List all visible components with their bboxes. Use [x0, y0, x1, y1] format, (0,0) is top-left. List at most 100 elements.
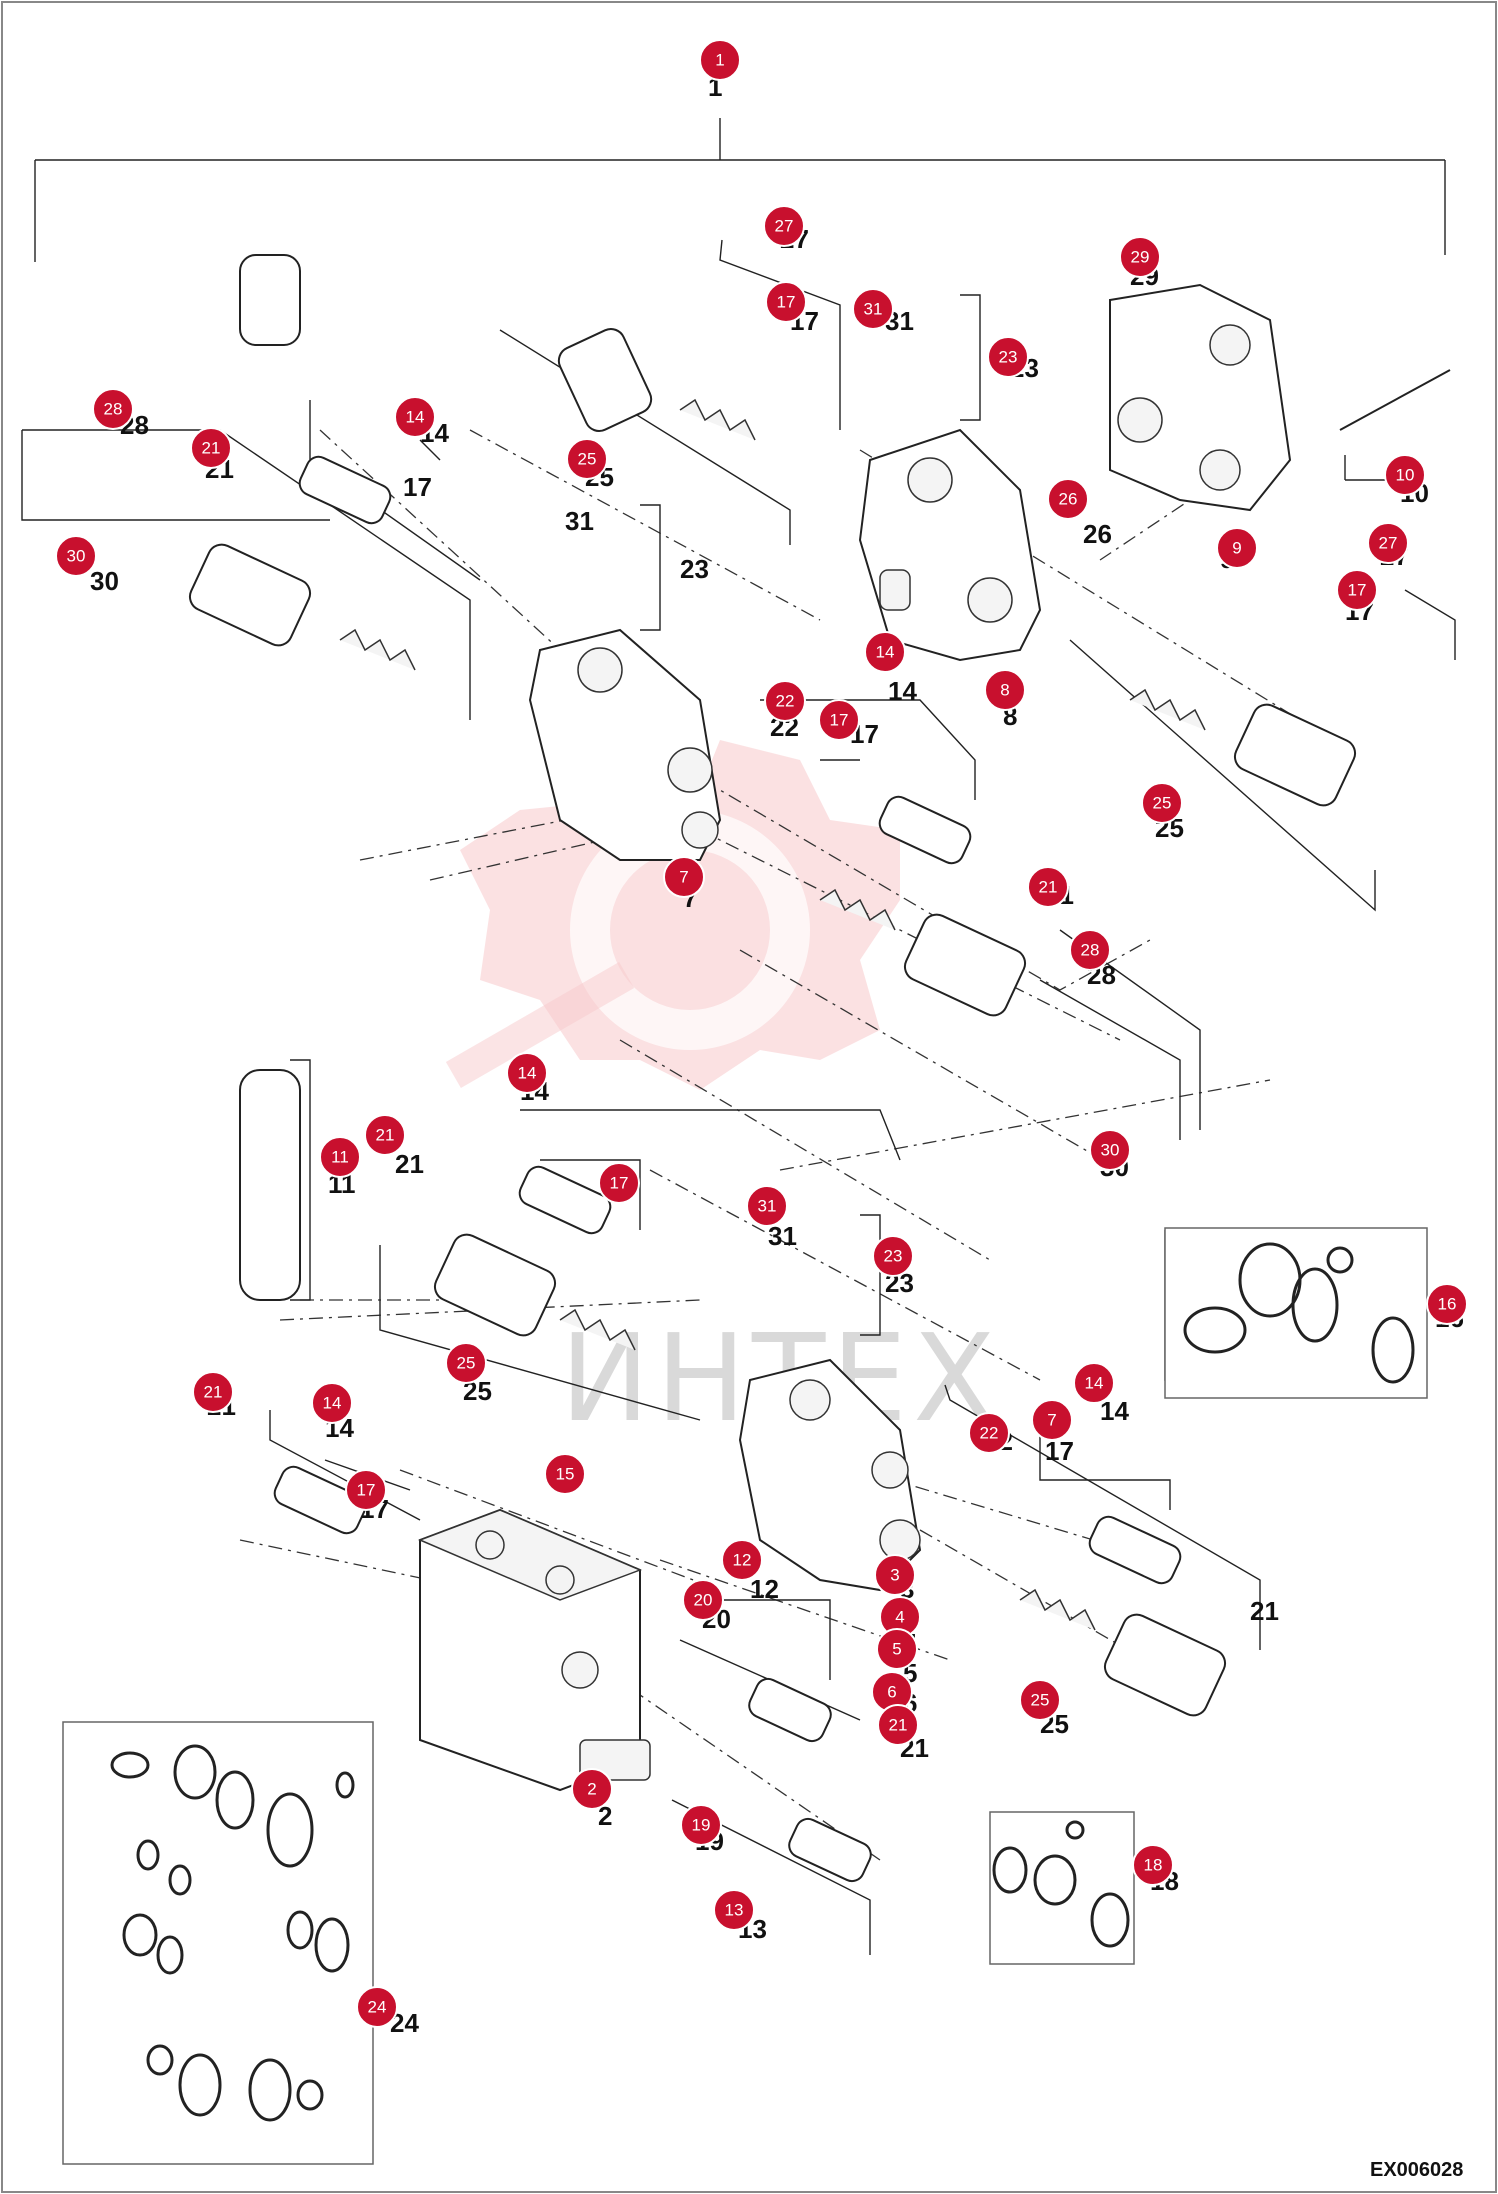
- callout-badge: 31: [746, 1185, 788, 1227]
- callout-badge: 11: [319, 1136, 361, 1178]
- callout-number: 24: [368, 1998, 387, 2017]
- callout-number: 25: [1031, 1691, 1050, 1710]
- callout-badge: 14: [864, 631, 906, 673]
- callout-number: 17: [610, 1174, 629, 1193]
- callout-badge: 29: [1119, 236, 1161, 278]
- part-label: 14: [888, 676, 917, 706]
- callout-number: 26: [1059, 490, 1078, 509]
- callout-number: 14: [876, 643, 895, 662]
- callout-number: 23: [999, 348, 1018, 367]
- seal-kit-16: [1164, 1227, 1428, 1399]
- callout-badge: 21: [192, 1371, 234, 1413]
- callout-badge: 17: [818, 699, 860, 741]
- valve-section-9: [1109, 283, 1292, 512]
- callout-badge: 8: [984, 669, 1026, 711]
- part-label: 21: [395, 1149, 424, 1179]
- tie-rod-10: [1339, 369, 1451, 431]
- callout-number: 6: [887, 1683, 896, 1702]
- callout-number: 4: [895, 1608, 904, 1627]
- callout-number: 31: [758, 1197, 777, 1216]
- callout-number: 5: [892, 1640, 901, 1659]
- part-label: 14: [1100, 1396, 1129, 1426]
- spring-cap-assemblies: [188, 254, 1357, 1717]
- callout-number: 20: [694, 1591, 713, 1610]
- valve-section-8: [858, 428, 1042, 662]
- callout-number: 22: [776, 692, 795, 711]
- callout-number: 12: [733, 1551, 752, 1570]
- callout-number: 22: [980, 1424, 999, 1443]
- callout-number: 3: [890, 1566, 899, 1585]
- callout-number: 18: [1144, 1856, 1163, 1875]
- part-label: 30: [90, 566, 119, 596]
- part-label: 17: [1045, 1436, 1074, 1466]
- part-label: 26: [1083, 519, 1112, 549]
- callout-badge: 14: [1073, 1362, 1115, 1404]
- callout-number: 28: [1081, 941, 1100, 960]
- callout-badge: 13: [713, 1889, 755, 1931]
- callout-badge: 18: [1132, 1844, 1174, 1886]
- callout-badge: 25: [566, 438, 608, 480]
- callout-number: 23: [884, 1247, 903, 1266]
- part-label: 17: [403, 472, 432, 502]
- seal-kit-24: [62, 1721, 374, 2165]
- callout-number: 30: [67, 547, 86, 566]
- callout-badge: 30: [55, 535, 97, 577]
- callout-badge: 20: [682, 1579, 724, 1621]
- callout-badge: 24: [356, 1986, 398, 2028]
- callout-badge: 27: [763, 205, 805, 247]
- callout-badge: 30: [1089, 1129, 1131, 1171]
- callout-badge: 28: [92, 388, 134, 430]
- seal-kit-18: [989, 1811, 1135, 1965]
- callout-number: 17: [1348, 581, 1367, 600]
- callout-badge: 21: [190, 427, 232, 469]
- drawing-code: EX006028: [1370, 2159, 1463, 2181]
- callout-badge: 7: [663, 856, 705, 898]
- callout-number: 16: [1438, 1295, 1457, 1314]
- callout-number: 27: [1379, 534, 1398, 553]
- callout-badge: 1: [699, 39, 741, 81]
- callout-number: 14: [406, 408, 425, 427]
- callout-number: 14: [1085, 1374, 1104, 1393]
- callout-number: 25: [578, 450, 597, 469]
- valve-section-7: [528, 628, 722, 861]
- callout-number: 8: [1000, 681, 1009, 700]
- callout-number: 17: [777, 293, 796, 312]
- callout-number: 28: [104, 400, 123, 419]
- callout-badge: 17: [765, 281, 807, 323]
- callout-number: 7: [679, 868, 688, 887]
- callout-number: 21: [376, 1126, 395, 1145]
- callout-badge: 21: [1027, 866, 1069, 908]
- callout-badge: 14: [506, 1052, 548, 1094]
- assembly-bracket: [34, 118, 1446, 262]
- callout-badge: 2: [571, 1768, 613, 1810]
- callout-badge: 5: [876, 1628, 918, 1670]
- callout-number: 27: [775, 217, 794, 236]
- callout-badge: 17: [345, 1469, 387, 1511]
- callout-badge: 19: [680, 1804, 722, 1846]
- callout-number: 15: [556, 1465, 575, 1484]
- callout-badge: 28: [1069, 929, 1111, 971]
- callout-number: 14: [323, 1394, 342, 1413]
- callout-badge: 3: [874, 1554, 916, 1596]
- callout-badge: 16: [1426, 1283, 1468, 1325]
- callout-number: 10: [1396, 466, 1415, 485]
- valve-section-lower: [738, 1358, 922, 1592]
- callout-number: 21: [204, 1383, 223, 1402]
- callout-badge: 10: [1384, 454, 1426, 496]
- callout-badge: 25: [1019, 1679, 1061, 1721]
- callout-number: 21: [889, 1716, 908, 1735]
- callout-badge: 22: [968, 1412, 1010, 1454]
- callout-badge: 31: [852, 288, 894, 330]
- springs: [339, 398, 1206, 1631]
- callout-badge: 14: [311, 1382, 353, 1424]
- callout-number: 1: [715, 51, 724, 70]
- callout-badge: 25: [445, 1342, 487, 1384]
- leader-brackets: [21, 239, 1456, 1955]
- part-label: 23: [680, 554, 709, 584]
- callout-badge: 22: [764, 680, 806, 722]
- part-label: 2: [598, 1801, 612, 1831]
- callout-number: 29: [1131, 248, 1150, 267]
- callout-badge: 26: [1047, 478, 1089, 520]
- callout-badge: 23: [987, 336, 1029, 378]
